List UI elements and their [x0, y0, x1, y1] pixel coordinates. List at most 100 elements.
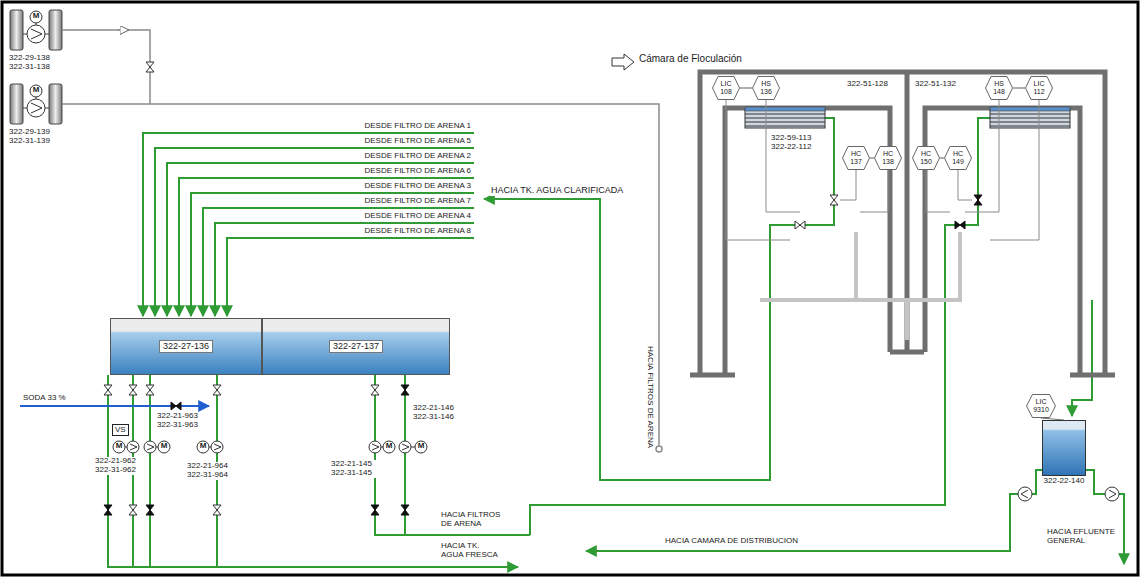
hexagon-outline — [986, 77, 1013, 100]
equipment-tag: 322-29-139 322-31-139 — [8, 128, 58, 146]
valve-symbol — [371, 505, 379, 515]
equipment-tag: 322-21-964 322-31-964 — [186, 462, 236, 480]
instrument-bubble: HS 136 — [752, 76, 780, 100]
instrument-bubble: HS 148 — [985, 76, 1013, 100]
valve-symbol — [213, 385, 221, 395]
valve-symbol — [171, 402, 181, 410]
signal-connector — [940, 157, 944, 158]
clarifier-structure — [690, 72, 1115, 375]
sludge-pipe — [856, 232, 960, 300]
pump-symbol — [415, 441, 427, 453]
node-text: 322-22-140 — [1043, 477, 1086, 486]
motor-letter: M — [29, 86, 43, 95]
valve-symbol — [104, 505, 112, 515]
valve-symbol — [104, 195, 982, 515]
process-pipe — [530, 118, 990, 535]
line-label: DESDE FILTRO DE ARENA 6 — [360, 167, 472, 176]
blower-symbol — [10, 10, 62, 50]
valve-symbol — [795, 221, 805, 229]
process-pipe — [1032, 470, 1042, 494]
signal-line — [860, 170, 888, 212]
air-line — [62, 30, 662, 452]
weir-trough — [990, 110, 1070, 128]
air-line — [62, 30, 150, 104]
node-text: HC 137 — [846, 150, 866, 166]
line-label: SODA 33 % — [22, 394, 67, 403]
valve-symbol — [129, 505, 137, 515]
process-pipe — [179, 178, 474, 316]
process-pipe — [203, 208, 474, 316]
hexagon-outline — [1026, 77, 1053, 100]
blower-symbol — [31, 103, 42, 113]
clarifier-structure — [690, 373, 1115, 378]
blower-symbol — [30, 11, 42, 23]
line-label: DESDE FILTRO DE ARENA 8 — [360, 227, 472, 236]
node-text: LIC 112 — [1029, 80, 1049, 96]
equipment-tag: 322-21-962 322-31-962 — [94, 457, 144, 475]
instrument-bubble: HC 138 — [874, 146, 902, 170]
equipment-tag: 322-59-113 322-22-112 — [770, 134, 820, 152]
valve-symbol — [213, 505, 221, 515]
signal-connector — [1013, 87, 1025, 88]
valve-symbol — [146, 385, 154, 395]
node-text: LIC 108 — [716, 80, 736, 96]
process-pipe — [155, 148, 474, 316]
air-line — [118, 29, 128, 31]
instrument-bubble: HC 137 — [842, 146, 870, 170]
line-label: DESDE FILTRO DE ARENA 2 — [360, 152, 472, 161]
signal-line — [726, 100, 1039, 240]
line-label: HACIA CAMARA DE DISTRIBUCION — [664, 537, 799, 546]
valve-symbol — [129, 385, 137, 395]
clarifier-structure — [925, 108, 1080, 375]
line-label: DESDE FILTRO DE ARENA 7 — [360, 197, 472, 206]
blower-symbol — [31, 29, 42, 39]
signal-line — [726, 100, 790, 240]
blower-symbol — [10, 84, 23, 124]
line-label: Cámara de Floculación — [638, 53, 743, 64]
process-pipe — [108, 375, 518, 567]
equipment-tag: 322-21-963 322-31-963 — [156, 412, 206, 430]
valve-symbol — [830, 195, 838, 205]
weir-trough — [745, 107, 1070, 128]
blower-symbol — [49, 10, 62, 50]
inlet-arrow — [612, 54, 634, 70]
signal-line — [990, 100, 1039, 240]
equipment-tag: 322-21-146 322-31-146 — [412, 404, 462, 422]
instrument-bubble: LIC 9310 — [1026, 394, 1056, 418]
line-label: HACIA EFLUENTE GENERAL — [1046, 528, 1120, 546]
signal-line — [958, 170, 972, 200]
pump-symbol — [113, 441, 1119, 501]
storage-tank: 322-27-136 — [110, 318, 262, 375]
air-line — [656, 446, 662, 452]
pump-symbol — [197, 441, 209, 453]
node-text: VS — [115, 425, 126, 434]
valve-symbol — [974, 195, 982, 205]
line-label: HACIA FILTROS DE ARENA — [440, 511, 506, 529]
line-label: DESDE FILTRO DE ARENA 4 — [360, 212, 472, 221]
blower-symbol — [30, 85, 42, 97]
instrument-bubble: LIC 112 — [1025, 76, 1053, 100]
node-text: 322-27-136 — [159, 340, 213, 354]
line-label: DESDE FILTRO DE ARENA 1 — [360, 122, 472, 131]
pump-symbol — [1021, 490, 1116, 498]
sump-tank: 322-22-140 — [1042, 420, 1086, 476]
process-pipe — [586, 494, 1018, 551]
sludge-pipe — [760, 232, 960, 340]
line-label: HACIA FILTROS DE ARENA — [645, 345, 654, 449]
clarifier-structure — [700, 72, 1105, 375]
pump-symbol — [130, 444, 409, 450]
instrument-bubble: LIC 108 — [712, 76, 740, 100]
process-pipe — [227, 238, 474, 316]
signal-connector — [740, 87, 752, 88]
valve-symbol — [146, 62, 154, 72]
equipment-tag: 322-51-128 — [846, 80, 889, 89]
blower-symbol — [27, 99, 45, 117]
node-text: HC 150 — [916, 150, 936, 166]
motor-letter: M — [157, 442, 171, 451]
line-label: DESDE FILTRO DE ARENA 5 — [360, 137, 472, 146]
hexagon-outline — [913, 147, 940, 170]
valve-symbol — [104, 385, 112, 395]
valve-symbol — [146, 505, 154, 515]
instrument-bubble: HC 150 — [912, 146, 940, 170]
